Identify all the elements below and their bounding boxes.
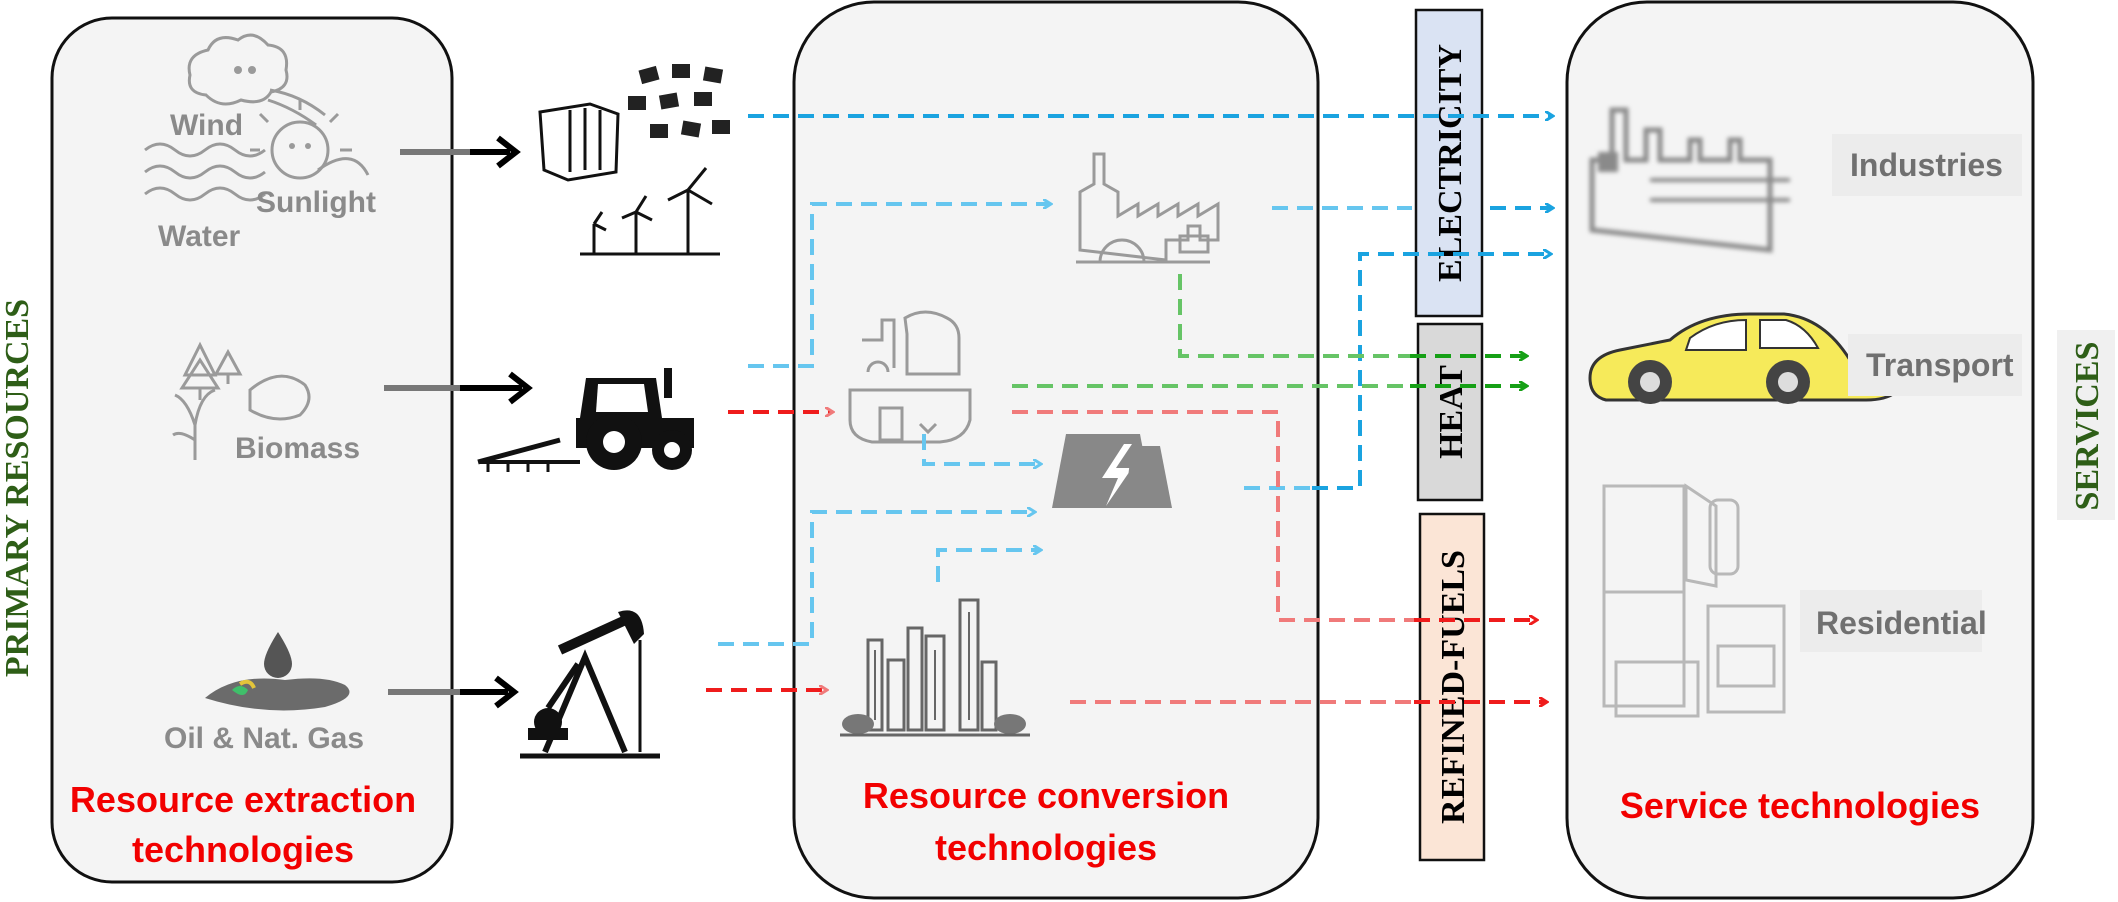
industries-label: Industries [1850, 147, 2003, 183]
extraction-title-line2: technologies [132, 829, 354, 870]
appliances-icon [1602, 483, 1786, 718]
car-icon [1588, 312, 1898, 404]
services-label-box [2057, 330, 2115, 520]
sun-icon [250, 100, 370, 180]
transport-label-bg [1848, 334, 2022, 396]
heat-box [1416, 322, 1484, 502]
electricity-box [1414, 8, 1484, 318]
oil-drop-icon [205, 632, 350, 711]
primary-resources-label: PRIMARY RESOURCES [0, 299, 36, 677]
conversion-title-line2: technologies [935, 827, 1157, 868]
residential-label-bg [1800, 590, 1982, 652]
biorefinery-icon [848, 310, 972, 444]
refinery-icon [840, 598, 1030, 737]
extraction-title-line1: Resource extraction [70, 779, 416, 820]
electricity-label: ELECTRICITY [1432, 44, 1469, 282]
wind-cloud-icon [187, 33, 326, 127]
refined-fuels-label: REFINED-FUELS [1435, 550, 1472, 824]
services-label: SERVICES [2069, 342, 2106, 511]
service-title: Service technologies [1620, 785, 1980, 826]
water-waves-icon [144, 142, 266, 202]
biomass-label: Biomass [235, 432, 360, 465]
extraction-panel [50, 16, 454, 884]
residential-label: Residential [1816, 605, 1987, 641]
oil-pump-jack-icon [520, 610, 660, 759]
power-plant-icon [1052, 434, 1172, 508]
transport-label: Transport [1866, 347, 2014, 383]
heat-label: HEAT [1433, 365, 1470, 459]
hydro-solar-wind-icon [538, 64, 730, 256]
refined-fuels-box [1418, 512, 1486, 862]
oil-gas-label: Oil & Nat. Gas [164, 722, 364, 755]
tractor-icon [477, 368, 694, 472]
conversion-panel [792, 0, 1320, 900]
industry-icon [1589, 107, 1790, 253]
trees-icon [172, 341, 311, 460]
fuel-flows [706, 412, 1546, 702]
water-label: Water [158, 220, 241, 253]
resource-to-extraction-arrows [384, 135, 533, 709]
sunlight-label: Sunlight [256, 186, 376, 219]
wind-label: Wind [170, 109, 243, 142]
heat-flows [1012, 274, 1526, 386]
industries-label-bg [1832, 134, 2022, 196]
factory-icon [1076, 152, 1220, 264]
electricity-flows [718, 116, 1552, 646]
conversion-title-line1: Resource conversion [863, 775, 1229, 816]
